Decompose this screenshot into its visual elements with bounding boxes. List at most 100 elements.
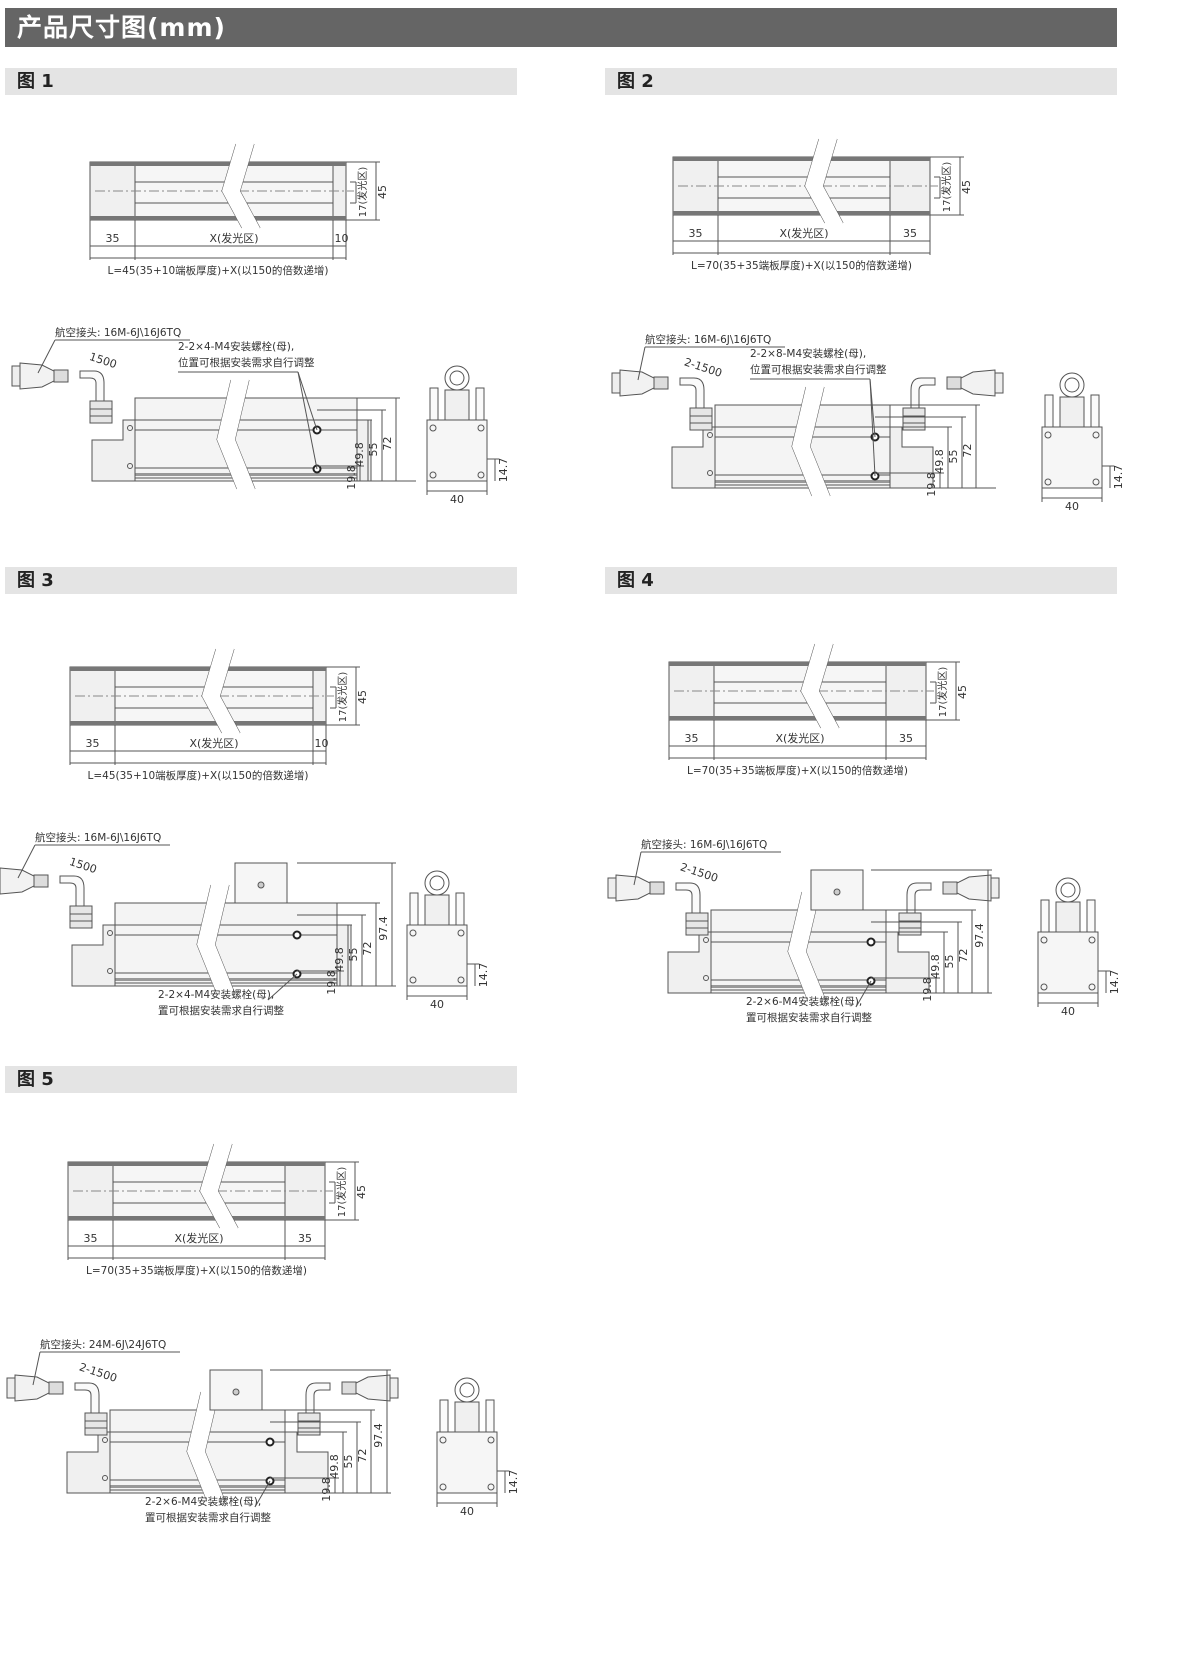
end-view-pin-ring [1060,882,1076,898]
break-gap [792,387,830,496]
heat-fin [455,892,465,926]
connector-part [994,372,1004,394]
connector-label: 航空接头: 16M-6J\16J6TQ [55,326,181,339]
dim-d2: 49.8 [933,449,946,474]
left-end-dim: 35 [106,232,120,245]
end-width-label: 40 [1065,500,1079,513]
right-end-dim: 35 [903,227,917,240]
screw-icon [127,463,133,469]
mount-bolt-icon [265,1437,275,1447]
screw-icon [429,424,437,432]
break-gap [217,380,255,489]
aviation-connector-icon [297,1374,399,1436]
right-end-dim: 10 [315,737,329,750]
bottom-edge-band [673,211,930,215]
heat-fin [429,387,439,421]
height-label: 45 [960,180,973,194]
connector-part [0,867,35,895]
height-label: 45 [376,185,389,199]
emit-height-label: 17(发光区) [940,162,953,213]
bottom-edge-band [70,721,326,725]
screw-icon [477,424,485,432]
screw-icon [127,425,133,431]
connector-part [611,372,621,394]
screw-icon [1088,936,1096,944]
cable-length-label: 2-1500 [679,860,720,884]
connector-part [79,370,105,402]
connector-part [653,376,669,390]
end-view-pin-ring [459,1382,475,1398]
leader-line [633,851,642,886]
end-height-label: 14.7 [497,458,510,483]
figure-1-title: 图 1 [5,68,517,95]
left-end-dim: 35 [86,737,100,750]
emit-height-label: 17(发光区) [936,667,949,718]
left-end-block [91,419,136,482]
top-edge-band [673,157,930,161]
length-formula: L=45(35+10端板厚度)+X(以150的倍数递增) [108,264,329,277]
end-view-connector-icon [424,870,450,896]
leader-line [254,1480,271,1508]
screw-icon [429,471,437,479]
screw-icon [232,1388,240,1396]
connector-part [297,1412,321,1436]
dim-d5: 97.4 [377,916,390,941]
emit-length-dim: X(发光区) [209,231,258,245]
end-view-pin-ring [1064,377,1080,393]
screw-icon [1088,983,1096,991]
right-end-dim: 10 [335,232,349,245]
end-view-pin-ring [429,875,445,891]
end-width-label: 40 [430,998,444,1011]
aviation-connector-icon [898,874,1000,936]
dim-d4: 72 [356,1449,369,1463]
aviation-connector-icon [611,369,713,431]
figure-3-title: 图 3 [5,567,517,594]
screw-icon [1092,431,1100,439]
screw-icon [487,1483,495,1491]
leader-line [37,339,56,374]
screw-icon [439,1483,447,1491]
end-height-label: 14.7 [1108,970,1121,995]
break-gap [788,892,826,1001]
end-height-label: 14.7 [1112,465,1125,490]
screw-icon [457,976,465,984]
dim-d1: 19.8 [921,977,934,1002]
dim-d3: 55 [947,450,960,464]
connector-part [615,874,651,902]
cable-length-label: 1500 [68,855,99,876]
heat-fin [475,387,485,421]
cable-length-label: 2-1500 [78,1360,119,1384]
screw-icon [409,929,417,937]
dim-d1: 19.8 [320,1477,333,1502]
connector-part [355,1374,391,1402]
aviation-connector-icon [607,874,709,936]
break-gap [805,139,843,223]
connector-part [59,875,85,907]
screw-icon [703,937,709,943]
break-gap [202,649,240,733]
aviation-connector-icon [0,867,93,929]
end-width-label: 40 [450,493,464,506]
mount-bolt-icon [292,930,302,940]
end-height-label: 14.7 [477,963,490,988]
screw-icon [439,1436,447,1444]
figure-5-title: 图 5 [5,1066,517,1093]
dim-d1: 19.8 [345,465,358,490]
bottom-edge-band [669,716,926,720]
connector-part [990,877,1000,899]
heat-fin [485,1399,495,1433]
screw-icon [102,1437,108,1443]
connector-label: 航空接头: 16M-6J\16J6TQ [641,838,767,851]
leader-line [855,980,872,1008]
bolt-note-line-1: 2-2×8-M4安装螺栓(母), [750,347,866,360]
bolt-note-line-2: 位置可根据安装需求自行调整 [750,363,887,376]
bolt-note-line-1: 2-2×6-M4安装螺栓(母), [145,1495,261,1508]
leader-line [297,371,318,431]
dim-d3: 55 [367,443,380,457]
length-formula: L=45(35+10端板厚度)+X(以150的倍数递增) [88,769,309,782]
left-end-dim: 35 [84,1232,98,1245]
left-end-dim: 35 [685,732,699,745]
